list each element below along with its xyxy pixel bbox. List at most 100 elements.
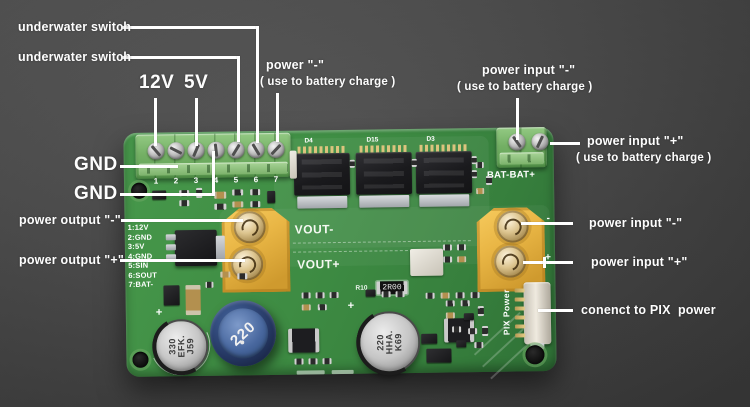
xt60-input-minus-socket[interactable] bbox=[496, 210, 528, 242]
cap220-plus-mark: + bbox=[347, 299, 355, 312]
label-power-input-minus-top-sub: ( use to battery charge ) bbox=[457, 81, 593, 93]
label-power-input-minus-top: power input "-" bbox=[482, 63, 576, 77]
pin-number-1: 1 bbox=[153, 176, 159, 186]
smd-component bbox=[445, 300, 455, 307]
legend-line-6: 6:SOUT bbox=[128, 270, 158, 280]
terminal-screw-2[interactable] bbox=[166, 141, 185, 159]
label-underwater-switch-1: underwater switch bbox=[18, 20, 132, 34]
smd-component bbox=[317, 304, 327, 311]
pin-number-6: 6 bbox=[253, 175, 259, 185]
smd-component bbox=[301, 304, 311, 311]
label-power-minus: power "-" bbox=[266, 58, 325, 72]
smd-component bbox=[440, 292, 450, 299]
cap330-plus-mark: + bbox=[155, 306, 163, 319]
pix-silkscreen: PIX Power bbox=[501, 289, 512, 336]
smd-component bbox=[322, 358, 332, 365]
inductor-dot bbox=[240, 340, 245, 345]
mosfet-ref-d4: D4 bbox=[304, 137, 313, 145]
line-underwater-switch-2-v bbox=[237, 56, 240, 142]
label-power-output-minus: power output "-" bbox=[19, 213, 121, 227]
smd-component bbox=[455, 292, 465, 299]
line-power-input-minus-right bbox=[521, 222, 573, 225]
smd-component bbox=[476, 187, 485, 195]
pinout-legend: 1:12V 2:GND 3:5V 4:GND 5:SIN 6:SOUT 7:BA… bbox=[128, 223, 158, 290]
silkscreen-trace bbox=[473, 311, 521, 356]
legend-line-2: 2:GND bbox=[127, 232, 153, 242]
line-power-output-minus bbox=[121, 219, 243, 222]
line-gnd-2-v bbox=[212, 151, 215, 196]
smd-component bbox=[425, 292, 435, 299]
smd-component bbox=[477, 305, 484, 317]
smd-component bbox=[250, 201, 261, 208]
pix-pin bbox=[514, 306, 525, 311]
smd-component bbox=[331, 369, 354, 375]
smd-component bbox=[443, 256, 453, 263]
pix-power-connector[interactable] bbox=[523, 282, 552, 345]
cap330-series: EFK. bbox=[175, 334, 186, 358]
smd-component bbox=[329, 292, 339, 299]
inductor-value: 220 bbox=[227, 317, 260, 350]
smd-component bbox=[185, 284, 201, 316]
smd-component bbox=[456, 340, 467, 348]
smd-component bbox=[445, 312, 455, 319]
line-gnd-1 bbox=[120, 165, 178, 168]
line-power-input-minus-top bbox=[516, 98, 519, 140]
xt60-output-minus-socket[interactable] bbox=[233, 211, 265, 243]
smd-component bbox=[214, 191, 227, 199]
cap330-code: J59 bbox=[184, 337, 195, 355]
mosfet-ref-d3: D3 bbox=[426, 135, 435, 143]
label-12v: 12V bbox=[139, 72, 175, 93]
smd-component bbox=[456, 244, 466, 251]
cap220-value: 220 bbox=[374, 334, 385, 351]
terminal-screw-5[interactable] bbox=[226, 140, 245, 159]
mosfet-1 bbox=[293, 145, 351, 209]
smd-component bbox=[315, 292, 325, 299]
terminal-screw-6[interactable] bbox=[246, 140, 265, 158]
label-gnd-2: GND bbox=[74, 183, 118, 204]
label-gnd-1: GND bbox=[74, 154, 118, 175]
line-power-input-plus-top bbox=[550, 142, 580, 145]
mosfet-2 bbox=[355, 145, 413, 208]
line-underwater-switch-2-h bbox=[121, 56, 240, 59]
terminal-screw-7[interactable] bbox=[266, 140, 285, 158]
pix-pin bbox=[515, 333, 526, 338]
smd-component bbox=[308, 358, 318, 365]
terminal-screw-4[interactable] bbox=[206, 141, 225, 159]
label-power-input-plus-top: power input "+" bbox=[587, 134, 684, 148]
line-underwater-switch-1-v bbox=[256, 26, 259, 143]
smd-component bbox=[301, 292, 311, 299]
regulator-pin bbox=[165, 234, 176, 241]
mounting-hole bbox=[525, 345, 545, 365]
label-5v: 5V bbox=[184, 72, 209, 93]
mounting-hole bbox=[131, 182, 148, 199]
line-underwater-switch-1-h bbox=[121, 26, 259, 29]
smd-component bbox=[457, 256, 467, 263]
smd-component bbox=[232, 201, 244, 208]
smd-component bbox=[349, 159, 355, 168]
capacitor-220uf: 220 HHA. K69 bbox=[357, 310, 421, 374]
vout-plus-silkscreen: VOUT+ bbox=[297, 257, 341, 272]
regulator-tab bbox=[215, 235, 226, 260]
label-power-output-plus: power output "+" bbox=[19, 253, 124, 267]
legend-line-7: 7:BAT- bbox=[128, 279, 154, 289]
legend-line-5: 5:SIN bbox=[128, 260, 149, 270]
xt60-input-plus-socket[interactable] bbox=[494, 245, 526, 277]
battery-terminal[interactable] bbox=[496, 127, 549, 168]
plus-tick-mark bbox=[543, 257, 546, 268]
smd-component bbox=[426, 348, 452, 363]
smd-component bbox=[468, 328, 478, 335]
mosfet-ref-d15: D15 bbox=[366, 136, 379, 144]
smd-component bbox=[250, 189, 261, 196]
bat-plus-screw[interactable] bbox=[530, 132, 549, 150]
smd-component bbox=[365, 289, 376, 297]
smd-component bbox=[232, 189, 244, 196]
label-underwater-switch-2: underwater switch bbox=[18, 50, 132, 64]
soic8-chip-1 bbox=[288, 328, 320, 353]
cap330-value: 330 bbox=[166, 338, 177, 355]
line-12v bbox=[154, 98, 157, 146]
smd-component bbox=[475, 161, 484, 169]
pin-number-5: 5 bbox=[233, 175, 239, 185]
smd-component bbox=[294, 358, 304, 365]
capacitor-330uf: 330 EFK. J59 bbox=[153, 318, 209, 374]
